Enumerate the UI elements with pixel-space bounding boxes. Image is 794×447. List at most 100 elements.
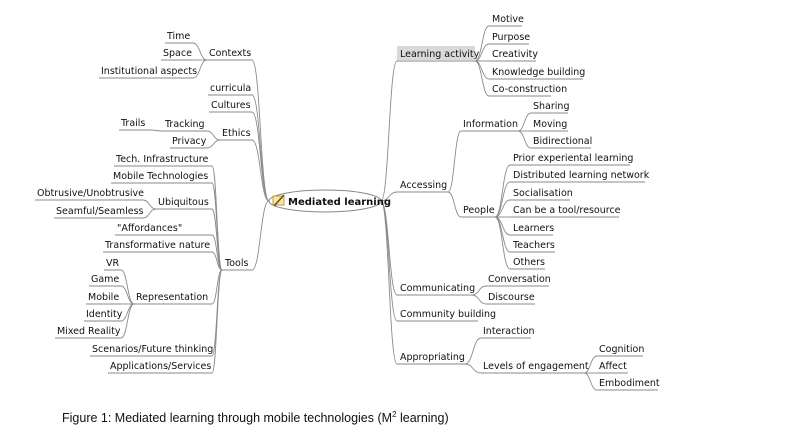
connector-line <box>120 303 135 322</box>
connector-line <box>380 191 398 202</box>
caption-suffix: learning) <box>396 411 449 426</box>
learning-activity-highlight <box>397 46 475 60</box>
node-community-building[interactable]: Community building <box>400 309 496 320</box>
node-tech-infrastructure[interactable]: Tech. Infrastructure <box>115 154 208 165</box>
node-mixed-reality[interactable]: Mixed Reality <box>57 326 121 337</box>
connector-line <box>447 130 462 193</box>
node-socialisation[interactable]: Socialisation <box>513 188 573 199</box>
node-motive[interactable]: Motive <box>492 14 524 25</box>
node-people[interactable]: People <box>463 205 495 216</box>
connector-line <box>380 200 398 322</box>
node-discourse[interactable]: Discourse <box>488 292 535 303</box>
node-creativity[interactable]: Creativity <box>492 49 538 60</box>
connector-line <box>149 129 164 132</box>
connector-line <box>251 59 270 202</box>
node-trails[interactable]: Trails <box>120 118 145 129</box>
node-ethics[interactable]: Ethics <box>222 128 251 139</box>
connector-line <box>192 59 208 79</box>
center-node[interactable]: Mediated learning <box>268 189 391 213</box>
node-co-construction[interactable]: Co-construction <box>492 84 567 95</box>
node-affect[interactable]: Affect <box>599 361 627 372</box>
connector-line <box>192 42 208 61</box>
node-accessing[interactable]: Accessing <box>400 180 447 191</box>
node-levels-of-engagement[interactable]: Levels of engagement <box>483 361 589 372</box>
connector-line <box>464 337 482 365</box>
node-sharing[interactable]: Sharing <box>533 101 569 112</box>
node-game[interactable]: Game <box>91 274 119 285</box>
caption-prefix: Figure 1: Mediated learning through mobi… <box>62 411 393 426</box>
connector-line <box>211 182 223 271</box>
connector-line <box>380 60 398 202</box>
connector-line <box>142 208 157 219</box>
node-moving[interactable]: Moving <box>533 119 567 130</box>
node-learners[interactable]: Learners <box>513 223 554 234</box>
node-vr[interactable]: VR <box>106 258 119 269</box>
node-others[interactable]: Others <box>513 257 545 268</box>
node-space[interactable]: Space <box>163 48 192 59</box>
connector-line <box>583 372 598 391</box>
connector-line <box>474 60 490 97</box>
node-knowledge-building[interactable]: Knowledge building <box>492 67 585 78</box>
connector-lines <box>35 25 658 391</box>
node-bidirectional[interactable]: Bidirectional <box>533 136 592 147</box>
connector-line <box>474 43 490 62</box>
node-ubiquitous[interactable]: Ubiquitous <box>158 197 209 208</box>
node-seamful-seamless[interactable]: Seamful/Seamless <box>56 206 144 217</box>
pencil-icon <box>272 194 285 207</box>
node-information[interactable]: Information <box>463 119 518 130</box>
node-learning-activity[interactable]: Learning activity <box>400 49 480 60</box>
node-purpose[interactable]: Purpose <box>492 32 530 43</box>
connector-line <box>206 130 221 141</box>
node-privacy[interactable]: Privacy <box>172 136 207 147</box>
connector-line <box>251 200 270 271</box>
node-curricula[interactable]: curricula <box>210 83 251 94</box>
connector-line <box>474 25 490 62</box>
center-node-oval <box>268 189 382 213</box>
node-interaction[interactable]: Interaction <box>483 326 535 337</box>
connector-line <box>494 199 511 218</box>
connector-line <box>120 303 135 339</box>
node-mobile-technologies[interactable]: Mobile Technologies <box>113 171 208 182</box>
node-applications[interactable]: Applications/Services <box>110 361 211 372</box>
connector-line <box>211 269 223 374</box>
connector-line <box>471 294 487 305</box>
node-identity[interactable]: Identity <box>86 309 123 320</box>
node-communicating[interactable]: Communicating <box>400 283 475 294</box>
connector-line <box>471 285 487 296</box>
connector-line <box>120 269 135 305</box>
connector-line <box>517 112 532 132</box>
node-cognition[interactable]: Cognition <box>599 344 644 355</box>
node-tracking[interactable]: Tracking <box>164 119 205 130</box>
node-distributed-learning-network[interactable]: Distributed learning network <box>513 170 650 181</box>
node-affordances[interactable]: "Affordances" <box>117 223 182 234</box>
connector-line <box>206 139 221 149</box>
connector-line <box>251 94 270 202</box>
node-appropriating[interactable]: Appropriating <box>400 352 465 363</box>
node-conversation[interactable]: Conversation <box>488 274 551 285</box>
connector-line <box>142 199 157 210</box>
connector-line <box>380 200 398 365</box>
node-time[interactable]: Time <box>166 31 190 42</box>
node-cultures[interactable]: Cultures <box>211 100 251 111</box>
node-representation[interactable]: Representation <box>136 292 208 303</box>
node-mobile[interactable]: Mobile <box>88 292 119 303</box>
node-institutional-aspects[interactable]: Institutional aspects <box>101 66 197 77</box>
node-embodiment[interactable]: Embodiment <box>599 378 660 389</box>
connector-line <box>251 139 270 202</box>
connector-line <box>447 191 462 218</box>
node-scenarios[interactable]: Scenarios/Future thinking <box>92 344 213 355</box>
caption-superscript: 2 <box>392 410 397 419</box>
node-teachers[interactable]: Teachers <box>512 240 555 251</box>
node-contexts[interactable]: Contexts <box>209 48 251 59</box>
connector-line <box>494 216 511 270</box>
connector-line <box>464 363 482 374</box>
node-prior-experiental-learning[interactable]: Prior experiental learning <box>513 153 633 164</box>
node-tools[interactable]: Tools <box>224 258 248 269</box>
connector-line <box>583 355 598 374</box>
node-can-be-a-tool[interactable]: Can be a tool/resource <box>513 205 621 216</box>
connector-line <box>517 130 532 149</box>
node-obtrusive-unobtrusive[interactable]: Obtrusive/Unobtrusive <box>37 188 144 199</box>
connector-line <box>120 285 135 305</box>
node-transformative-nature[interactable]: Transformative nature <box>104 240 210 251</box>
